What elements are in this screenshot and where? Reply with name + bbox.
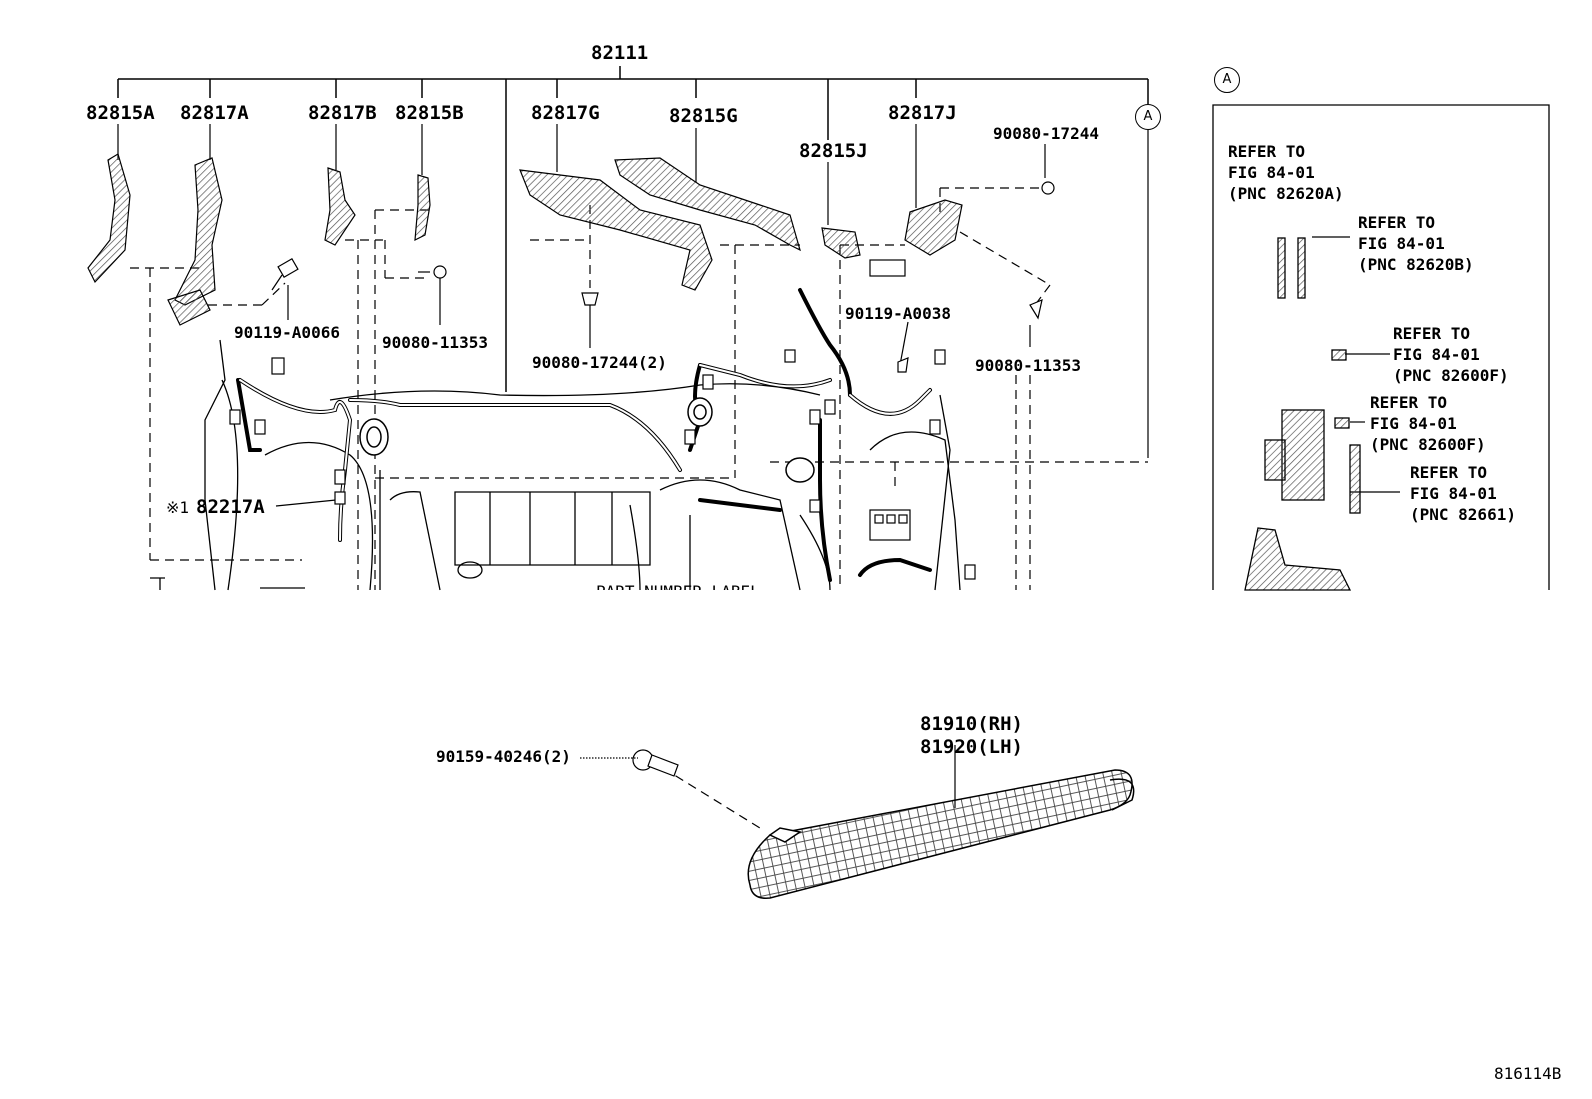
label-81910-rh: 81910(RH)	[920, 713, 1023, 735]
side-marker-lamp	[747, 769, 1135, 899]
note-marker: ※1	[166, 498, 190, 517]
label-82217a: 82217A	[196, 496, 265, 518]
refer-panel	[1212, 104, 1550, 591]
callout-a-panel: A	[1214, 67, 1240, 93]
label-82815b: 82815B	[395, 102, 464, 124]
label-bolt-90159-40246: 90159-40246(2)	[436, 747, 571, 766]
refer-82661: REFER TO FIG 84-01 (PNC 82661)	[1410, 463, 1516, 524]
label-90080-17244-2: 90080-17244(2)	[532, 353, 667, 372]
label-90119-a0066: 90119-A0066	[234, 323, 340, 342]
fasteners	[271, 181, 1055, 777]
grommets	[359, 397, 815, 483]
label-82815a: 82815A	[86, 102, 155, 124]
label-90119-a0038: 90119-A0038	[845, 304, 951, 323]
label-90080-11353-right: 90080-11353	[975, 356, 1081, 375]
refer-82600f-b: REFER TO FIG 84-01 (PNC 82600F)	[1370, 393, 1486, 454]
label-82815g: 82815G	[669, 105, 738, 127]
leader-lines	[117, 124, 1400, 808]
figure-code: 816114B	[1494, 1064, 1562, 1083]
vehicle-body	[150, 339, 961, 591]
label-82817g: 82817G	[531, 102, 600, 124]
refer-82620b: REFER TO FIG 84-01 (PNC 82620B)	[1358, 213, 1474, 274]
callout-a-main: A	[1135, 104, 1161, 130]
label-90080-17244-top: 90080-17244	[993, 124, 1099, 143]
connectors	[229, 259, 976, 580]
label-82817b: 82817B	[308, 102, 377, 124]
label-part-number-label: PART NUMBER LABEL	[596, 584, 760, 590]
label-90080-11353-left: 90080-11353	[382, 333, 488, 352]
label-81920-lh: 81920(LH)	[920, 736, 1023, 758]
wire-harness-inner	[239, 364, 931, 541]
bolt-leader	[580, 757, 638, 759]
dashed-lines	[130, 187, 1148, 829]
wire-harness	[236, 288, 932, 582]
label-82817a: 82817A	[180, 102, 249, 124]
refer-82620a: REFER TO FIG 84-01 (PNC 82620A)	[1228, 142, 1344, 203]
refer-82600f-a: REFER TO FIG 84-01 (PNC 82600F)	[1393, 324, 1509, 385]
main-bracket	[117, 66, 1149, 392]
label-82817j: 82817J	[888, 102, 957, 124]
label-main-part: 82111	[591, 42, 649, 64]
protectors	[87, 153, 963, 326]
label-82815j: 82815J	[799, 140, 868, 162]
